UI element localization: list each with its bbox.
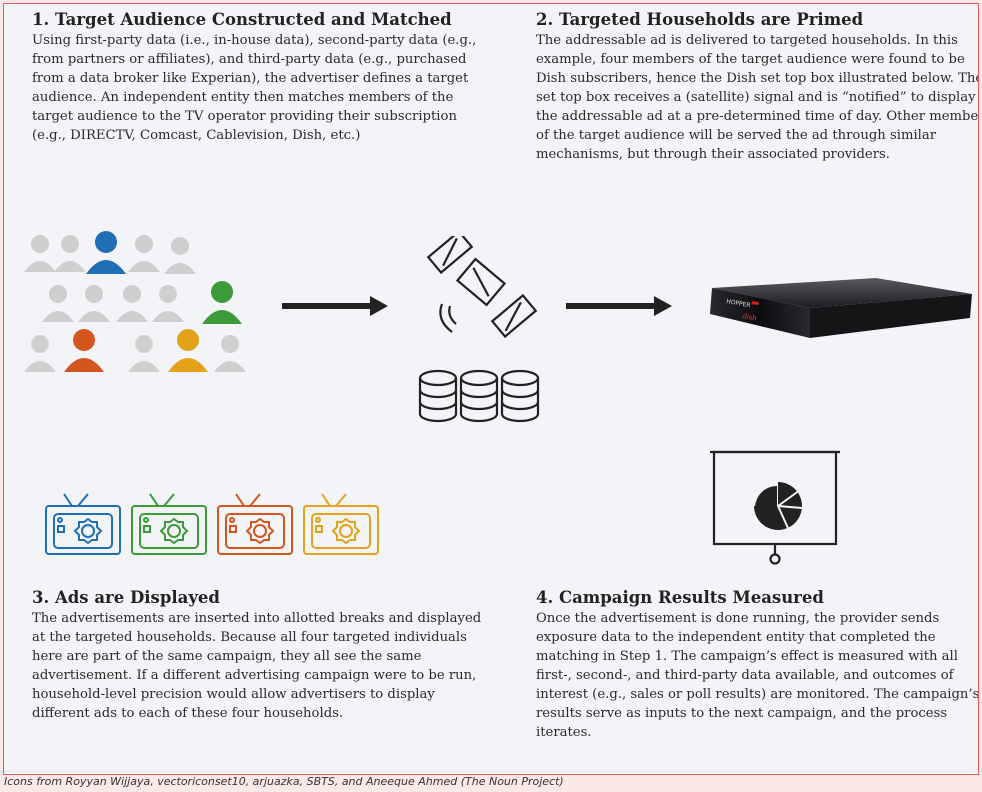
arrow-right-icon xyxy=(282,296,388,316)
person-orange-icon xyxy=(64,329,104,372)
person-yellow-icon xyxy=(168,329,208,372)
step-1-section: 1. Target Audience Constructed and Match… xyxy=(32,10,482,145)
tv-yellow-icon xyxy=(303,493,379,555)
tv-blue-icon xyxy=(45,493,121,555)
icon-credit-caption: Icons from Royyan Wijjaya, vectoriconset… xyxy=(4,775,564,788)
tv-green-icon xyxy=(131,493,207,555)
step-4-heading: 4. Campaign Results Measured xyxy=(536,588,824,607)
step-2-body: The addressable ad is delivered to targe… xyxy=(536,33,979,162)
step-4-body: Once the advertisement is done running, … xyxy=(536,611,979,740)
step-4-section: 4. Campaign Results Measured Once the ad… xyxy=(536,588,979,742)
person-green-icon xyxy=(202,281,242,324)
televisions-icon xyxy=(45,493,379,555)
step-1-heading: 1. Target Audience Constructed and Match… xyxy=(32,10,452,29)
satellite-icon xyxy=(426,236,538,339)
infographic-panel: 1. Target Audience Constructed and Match… xyxy=(3,3,979,775)
pie-chart-icon xyxy=(754,482,803,530)
target-audience-icon xyxy=(24,231,246,372)
stb-brand-label: dish xyxy=(742,312,758,322)
stb-model-label: HOPPER xyxy=(726,298,751,309)
step-3-body: The advertisements are inserted into all… xyxy=(32,611,482,721)
person-blue-icon xyxy=(86,231,126,274)
presentation-board-icon xyxy=(710,450,840,565)
database-icon xyxy=(418,369,540,423)
tv-orange-icon xyxy=(217,493,293,555)
set-top-box-image: HOPPER dish xyxy=(710,278,972,338)
step-1-body: Using first-party data (i.e., in-house d… xyxy=(32,33,477,143)
step-2-heading: 2. Targeted Households are Primed xyxy=(536,10,864,29)
arrow-right-icon xyxy=(566,296,672,316)
step-3-heading: 3. Ads are Displayed xyxy=(32,588,220,607)
step-3-section: 3. Ads are Displayed The advertisements … xyxy=(32,588,492,723)
step-2-section: 2. Targeted Households are Primed The ad… xyxy=(536,10,979,164)
crowd-people-icons xyxy=(24,231,246,372)
